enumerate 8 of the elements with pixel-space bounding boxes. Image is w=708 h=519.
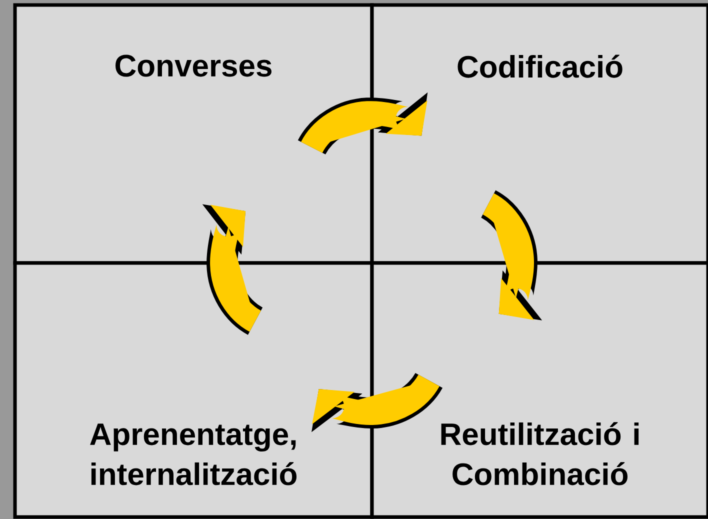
curved-arrow [480, 190, 542, 320]
quadrant-cell: Converses [13, 3, 374, 265]
quadrant-cell: Aprenentatge, internalització [13, 261, 374, 519]
quadrant-cell: Reutilització i Combinació [370, 261, 708, 519]
curved-arrow [298, 92, 428, 156]
curved-arrow [202, 204, 264, 334]
curved-arrow [312, 372, 442, 432]
quadrant-cell: Codificació [370, 3, 708, 265]
